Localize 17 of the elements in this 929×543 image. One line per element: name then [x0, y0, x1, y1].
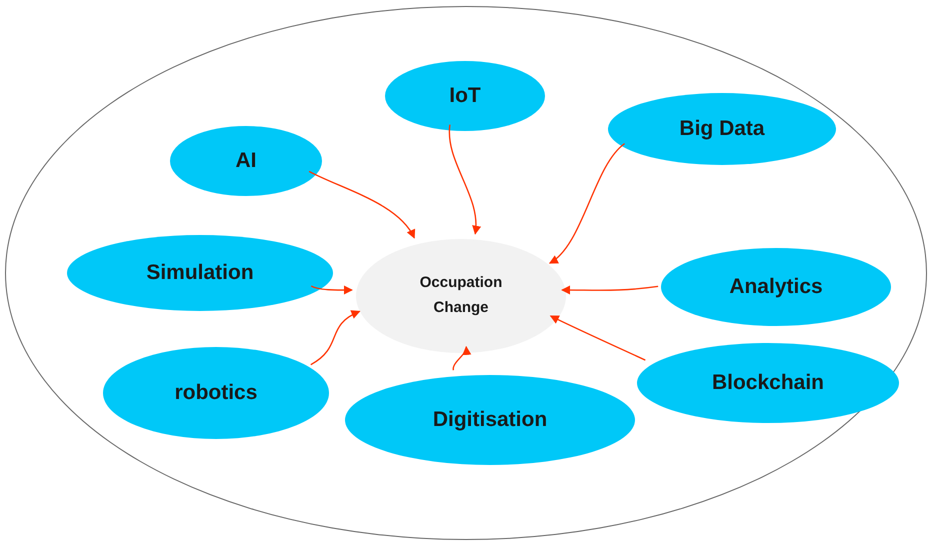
node-label: Big Data	[679, 116, 765, 142]
arrow	[561, 285, 658, 295]
arrow	[452, 346, 470, 370]
arrow	[310, 285, 353, 295]
node-label: Blockchain	[712, 370, 824, 396]
node-label: robotics	[174, 380, 258, 406]
node-label: Occupation Change	[418, 273, 504, 318]
arrow	[448, 124, 480, 235]
arrow	[310, 310, 360, 366]
node-label: Simulation	[146, 260, 254, 286]
node-label: AI	[236, 148, 256, 174]
node-label: Digitisation	[432, 406, 548, 433]
arrow	[550, 315, 646, 361]
node-label: IoT	[449, 82, 481, 109]
node-label: Analytics	[729, 274, 823, 300]
arrow	[548, 143, 626, 264]
arrow	[308, 170, 415, 239]
